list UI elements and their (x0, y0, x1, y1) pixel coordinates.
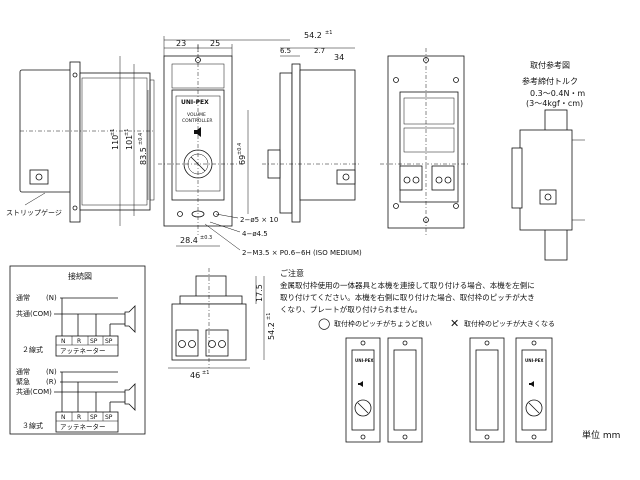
dim-34: 34 (334, 53, 344, 62)
dim-hole-4-5: 4−ø4.5 (242, 230, 268, 238)
two-wire-common: 共通(COM) (16, 309, 52, 318)
three-wire-emergency: 緊急 (16, 377, 30, 386)
good-speaker-icon (358, 381, 363, 387)
notice-line-2: 取り付けてください。本機を右側に取り付けた場合、取付枠のピッチが大き (280, 292, 535, 302)
dim-28-4: 28.4 (180, 236, 198, 245)
dim-2-7: 2.7 (314, 47, 325, 55)
dim-6-5: 6.5 (280, 47, 291, 55)
three-wire-term-sp1: SP (90, 414, 98, 421)
two-wire-term-sp1: SP (90, 338, 98, 345)
two-wire-normal: 通常 (16, 293, 30, 302)
right-side-view: 6.5 2.7 34 (262, 47, 360, 223)
front-dimensions: 23 25 54.2 ±1 110 ±1 101 ±1 83.5 ±0.4 69… (110, 30, 362, 257)
three-wire-att: アッテネーター (60, 422, 106, 431)
dim-54-2-depth: 54.2 (267, 322, 276, 340)
bad-mark: ✕ (450, 317, 459, 330)
dim-101-tol: ±1 (124, 129, 130, 136)
dim-hole-5x10: 2−ø5 × 10 (240, 216, 278, 224)
good-label: 取付枠のピッチがちょうど良い (334, 319, 432, 328)
bad-label: 取付枠のピッチが大きくなる (464, 319, 555, 328)
brand-label: UNI-PEX (181, 99, 209, 106)
svg-text:UNI-PEX: UNI-PEX (525, 358, 544, 363)
dim-17-5: 17.5 (255, 284, 264, 302)
dim-25: 25 (210, 39, 220, 48)
two-wire-term-sp2: SP (105, 338, 113, 345)
strip-gauge-label: ストリップゲージ (6, 208, 62, 217)
torque-value: 0.3〜0.4N・m (530, 89, 585, 98)
three-wire-common: 共通(COM) (16, 387, 52, 396)
svg-text:UNI-PEX: UNI-PEX (355, 358, 374, 363)
three-wire-term-n: N (61, 414, 66, 421)
dim-54-2-top-tol: ±1 (325, 30, 332, 36)
dim-110: 110 (111, 135, 120, 150)
notice-line-3: くなり、プレートが取り付けられません。 (280, 304, 422, 314)
dim-69: 69 (238, 155, 247, 165)
three-wire-speaker-icon (124, 383, 136, 411)
three-wire-r: (R) (46, 378, 57, 386)
dim-screw: 2−M3.5 × P0.6−6H (ISO MEDIUM) (242, 249, 362, 257)
dim-83-5-tol: ±0.4 (138, 133, 144, 145)
notice-title: ご注意 (280, 268, 304, 278)
dim-69-tol: ±0.4 (237, 143, 243, 155)
product-label-1: VOLUME (187, 112, 206, 118)
front-view: UNI-PEX VOLUME CONTROLLER (158, 45, 245, 235)
good-example: UNI-PEX (345, 337, 423, 443)
bottom-view: 46 ±1 17.5 54.2 ±1 (168, 268, 276, 380)
back-view (380, 48, 470, 236)
dim-28-4-tol: ±0.3 (200, 235, 212, 241)
wiring-title: 接続図 (68, 271, 92, 281)
wiring-diagram: 接続図 通常 (N) 共通(COM) N R SP SP アッテネーター ２線式… (9, 265, 146, 435)
dim-46-tol: ±1 (202, 370, 209, 376)
two-wire-speaker-icon (124, 305, 136, 333)
torque-title: 参考締付トルク (522, 76, 578, 86)
bad-example: UNI-PEX (469, 337, 553, 443)
speaker-icon (194, 127, 201, 137)
three-wire-term-r: R (77, 414, 81, 421)
left-side-view: ストリップゲージ (6, 61, 155, 223)
notice-line-1: 金属取付枠使用の一体器具と本機を連接して取り付ける場合、本機を左側に (280, 280, 535, 290)
dim-46: 46 (190, 371, 200, 380)
dim-54-2-depth-tol: ±1 (266, 313, 272, 320)
two-wire-name: ２線式 (22, 345, 43, 354)
bad-speaker-icon (529, 381, 534, 387)
unit-label: 単位 mm (582, 429, 620, 441)
dim-23: 23 (176, 39, 186, 48)
dim-110-tol: ±1 (110, 129, 116, 136)
mounting-ref-title: 取付参考図 (530, 60, 570, 70)
three-wire-normal: 通常 (16, 367, 30, 376)
three-wire-term-sp2: SP (105, 414, 113, 421)
dim-101: 101 (125, 135, 134, 150)
two-wire-term-n: N (61, 338, 66, 345)
dim-54-2-top: 54.2 (304, 31, 322, 40)
good-mark: ◯ (318, 317, 330, 330)
three-wire-n: (N) (46, 368, 57, 376)
notice: ご注意 金属取付枠使用の一体器具と本機を連接して取り付ける場合、本機を左側に 取… (280, 268, 555, 330)
three-wire-name: ３線式 (22, 421, 43, 430)
torque-alt: (3〜4kgf・cm) (526, 99, 583, 108)
dim-83-5: 83.5 (139, 147, 148, 165)
two-wire-att: アッテネーター (60, 346, 106, 355)
product-label-2: CONTROLLER (182, 118, 212, 124)
two-wire-n: (N) (46, 294, 57, 302)
two-wire-term-r: R (77, 338, 81, 345)
mounting-reference: 取付参考図 参考締付トルク 0.3〜0.4N・m (3〜4kgf・cm) (511, 60, 585, 261)
